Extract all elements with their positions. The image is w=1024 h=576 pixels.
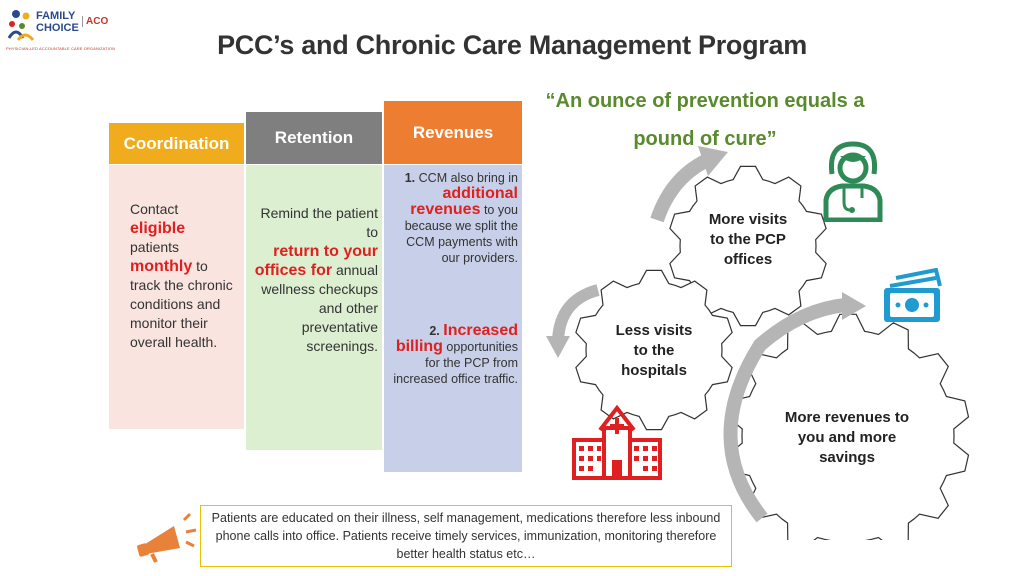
logo-wordmark: FAMILY CHOICE <box>36 10 79 34</box>
arrow-bottom-head-icon <box>842 292 866 320</box>
retention-header: Retention <box>246 112 382 164</box>
prevention-quote: “An ounce of prevention equals a pound o… <box>520 82 890 158</box>
revenues-header: Revenues <box>384 101 522 164</box>
arrow-middle-head-icon <box>546 336 570 358</box>
retention-text: Remind the patient to return to your off… <box>254 205 378 354</box>
coordination-header: Coordination <box>109 123 244 164</box>
arrow-top-head-icon <box>698 146 728 176</box>
page-title: PCC’s and Chronic Care Management Progra… <box>217 30 807 60</box>
gears-diagram <box>546 146 970 540</box>
company-logo: FAMILY CHOICE ACO PHYSICIAN-LED ACCOUNTA… <box>6 8 115 54</box>
logo-people-icon <box>7 10 35 41</box>
gear-top-label: More visits to the PCP offices <box>708 211 788 268</box>
gear-middle-shape <box>575 269 733 431</box>
arrow-middle-icon <box>552 284 600 341</box>
gear-middle-label: Less visits to the hospitals <box>615 322 693 379</box>
logo-subtitle: PHYSICIAN-LED ACCOUNTABLE CARE ORGANIZAT… <box>6 46 116 51</box>
retention-panel <box>246 165 382 450</box>
revenues-point-2: 2. Increased billing opportunities for t… <box>393 322 518 387</box>
coordination-panel <box>109 165 244 429</box>
doctor-icon <box>823 141 883 222</box>
quote-line-1: “An ounce of prevention equals a <box>545 90 865 112</box>
gear-bottom-shape <box>726 313 970 540</box>
gear-top-outline <box>669 165 827 327</box>
coordination-text: Contact eligible patients monthly to tra… <box>130 201 233 350</box>
gear-bottom-label: More revenues to you and more savings <box>784 409 910 466</box>
arrow-bottom-icon <box>723 298 846 523</box>
gear-mid-outline <box>575 269 733 431</box>
gear-bot-outline <box>726 313 970 540</box>
logo-aco: ACO <box>82 16 108 27</box>
megaphone-icon <box>137 512 197 563</box>
revenues-point-1: 1. CCM also bring in additional revenues… <box>404 171 518 265</box>
money-icon <box>884 268 942 322</box>
hospital-icon <box>572 404 662 480</box>
patient-education-note: Patients are educated on their illness, … <box>200 505 732 567</box>
quote-line-2: pound of cure” <box>633 128 777 150</box>
gear-top-shape <box>669 165 827 327</box>
revenues-panel <box>384 165 522 472</box>
